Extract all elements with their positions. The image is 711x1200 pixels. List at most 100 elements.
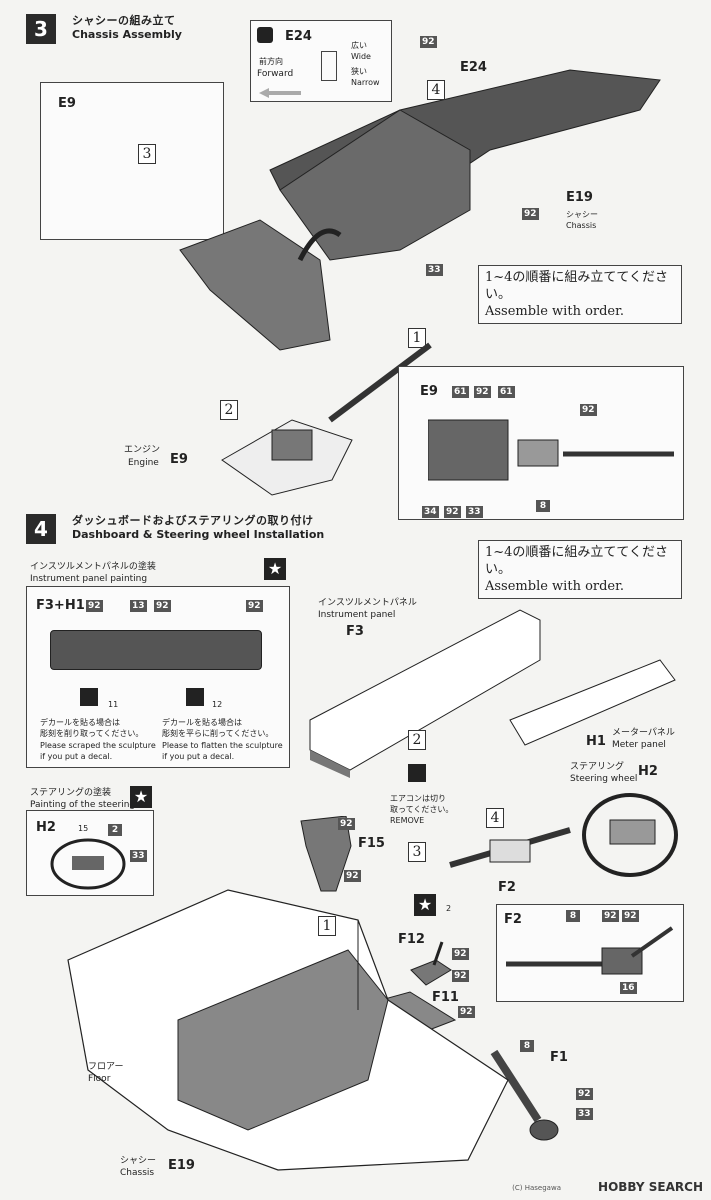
steer-paint-part: H2 [36, 820, 56, 835]
engine-en: Engine [128, 458, 159, 468]
f2-num-8: 92 [602, 910, 619, 922]
s4-num-13: 13 [130, 600, 147, 612]
step-number-4: 4 [26, 514, 56, 544]
steer-ref-15: 15 [78, 824, 89, 833]
shifter-star-icon: ★ [414, 894, 436, 916]
step4-title-en: Dashboard & Steering wheel Installation [72, 528, 325, 541]
steer-paint-drawing [50, 838, 126, 890]
steering-jp: ステアリング [570, 762, 625, 772]
aircon-jp1: エアコンは切り [390, 794, 446, 803]
decal-icon-2 [186, 688, 204, 706]
step4-title-jp: ダッシュボードおよびステアリングの取り付け [72, 514, 314, 527]
assembly-order-note-2: 1~4の順番に組み立ててください。 Assemble with order. [478, 540, 682, 599]
drive-shaft-drawing [328, 342, 432, 423]
meter-jp: メーターパネル [612, 728, 675, 738]
f15-num-92b: 92 [344, 870, 361, 882]
aircon-en: REMOVE [390, 816, 425, 825]
wide-jp: 広い [351, 41, 367, 50]
f2-label: F2 [498, 880, 516, 895]
f2-detail-label: F2 [504, 912, 522, 927]
copyright: (C) Hasegawa [512, 1184, 561, 1192]
order-note-jp: 1~4の順番に組み立ててください。 [485, 270, 669, 302]
steer-paint-jp: ステアリングの塗装 [30, 788, 112, 798]
engine-step-2: 2 [220, 400, 238, 420]
column-step-4: 4 [486, 808, 504, 828]
ip-en: Instrument panel [318, 610, 396, 620]
watermark-logo: HOBBY SEARCH [598, 1180, 703, 1194]
s4-num-92b: 92 [154, 600, 171, 612]
chassis-step-4: 4 [427, 80, 445, 100]
shifter-ref-16: 2 [446, 904, 452, 913]
panel-part-label: F3+H1 [36, 598, 85, 613]
chassis-jp: シャシー [566, 210, 598, 219]
e19-floor-label: E19 [168, 1158, 195, 1173]
e24-shape-icon [321, 51, 337, 81]
e24-part-label: E24 [460, 60, 487, 75]
floor-chassis-drawing [67, 889, 509, 1171]
f2-num-92c: 16 [620, 982, 637, 994]
steer-star-icon: ★ [130, 786, 152, 808]
s4-num-92a: 92 [86, 600, 103, 612]
decal2-jp1: デカールを貼る場合は [162, 718, 242, 727]
panel-painting-box [26, 586, 290, 768]
steer-num-33: 33 [130, 850, 147, 862]
f12-num-92: 92 [452, 970, 469, 982]
engine-jp: エンジン [124, 445, 161, 455]
column-step-3: 3 [408, 842, 426, 862]
meter-part-label: H1 [586, 734, 606, 749]
f15-num-92a: 92 [338, 818, 355, 830]
order-note2-en: Assemble with order. [485, 579, 625, 594]
ip-part-label: F3 [346, 624, 364, 639]
steering-column-drawing [449, 827, 571, 868]
f12-num-2: 92 [452, 948, 469, 960]
forward-arrow-icon [259, 83, 301, 98]
part-num-61a: 61 [452, 386, 469, 398]
steering-wheel-drawing [582, 793, 678, 877]
step3-title-jp: シャシーの組み立て [72, 14, 176, 27]
steer-num-2: 2 [108, 824, 122, 836]
f12-label: F12 [398, 932, 425, 947]
f2-num-92b: 92 [622, 910, 639, 922]
engine-drawing [221, 419, 353, 496]
e9-inset-step-3: 3 [138, 144, 156, 164]
part-num-92d: 92 [580, 404, 597, 416]
e9-inset-label: E9 [58, 96, 76, 111]
f1-num-92a: 8 [520, 1040, 534, 1052]
decal2-en1: Please to flatten the sculpture [162, 741, 283, 750]
paint-icon [257, 27, 273, 43]
e9-inset-box [40, 82, 224, 240]
ip-jp: インスツルメントパネル [318, 598, 417, 608]
f2-detail-box [496, 904, 684, 1002]
ref-11: 11 [108, 700, 119, 709]
step3-title-en: Chassis Assembly [72, 28, 182, 41]
part-num-92c: 92 [474, 386, 491, 398]
meter-panel-drawing [509, 659, 676, 746]
decal2-jp2: 彫刻を平らに削ってください。 [162, 729, 274, 738]
assembly-order-note-1: 1~4の順番に組み立ててください。 Assemble with order. [478, 265, 682, 324]
f15-drawing [300, 816, 352, 892]
part-num-92b: 92 [522, 208, 539, 220]
ip-step-2: 2 [408, 730, 426, 750]
f1-num-8: 92 [576, 1088, 593, 1100]
narrow-jp: 狭い [351, 67, 367, 76]
s4-num-92c: 92 [246, 600, 263, 612]
chassis-drawing [179, 69, 661, 351]
ref-12: 12 [212, 700, 223, 709]
part-num-92e: 92 [444, 506, 461, 518]
chassis2-en: Chassis [120, 1168, 155, 1178]
part-num-61b: 61 [498, 386, 515, 398]
order-note-en: Assemble with order. [485, 304, 625, 319]
steering-part-label: H2 [638, 764, 658, 779]
floor-jp: フロアー [88, 1062, 124, 1072]
chassis-en: Chassis [566, 221, 597, 230]
decal1-en1: Please scraped the sculpture [40, 741, 156, 750]
steer-paint-en: Painting of the steering [30, 800, 136, 810]
forward-jp: 前方向 [259, 57, 283, 66]
f2-num-92a: 8 [566, 910, 580, 922]
instrument-panel-drawing [309, 609, 541, 778]
f12-drawing [410, 941, 452, 986]
aircon-jp2: 取ってください。 [390, 805, 454, 814]
e9-detail-label: E9 [420, 384, 438, 399]
decal1-jp1: デカールを貼る場合は [40, 718, 120, 727]
e24-legend-part: E24 [285, 29, 312, 44]
